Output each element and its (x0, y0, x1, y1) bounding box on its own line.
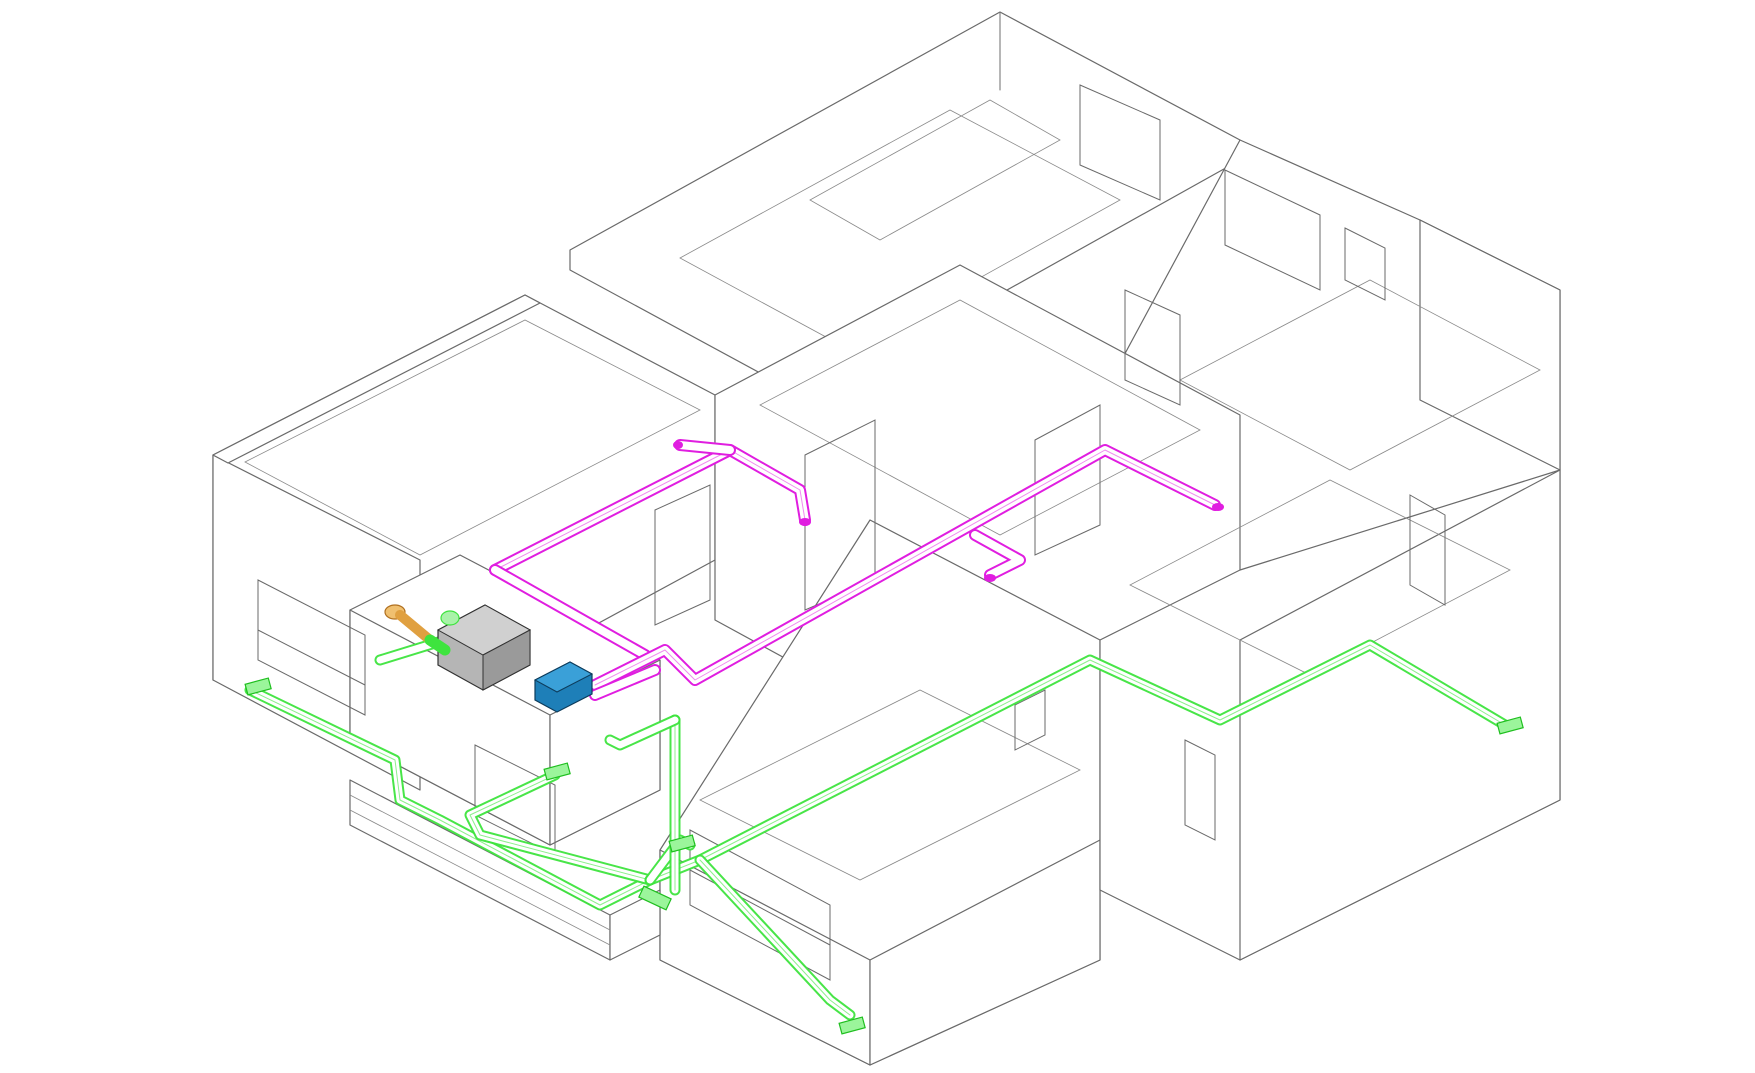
supply-diffuser-icon (984, 574, 996, 582)
left-room-floor (244, 319, 701, 556)
exhaust-grille-icon (244, 677, 272, 696)
window-back-3 (1344, 227, 1386, 301)
balcony-rail-line (349, 794, 611, 931)
window-back-2 (1224, 169, 1321, 291)
supply-duct-network (489, 439, 1224, 701)
front-right-floor (699, 689, 1081, 881)
window-back-1 (1079, 84, 1161, 201)
intake-duct (395, 610, 435, 645)
plenum-top (533, 661, 594, 693)
supply-diffuser-icon (799, 518, 811, 526)
right-lower-floor (1129, 479, 1511, 676)
unit-side (482, 629, 531, 691)
supply-diffuser-icon (673, 441, 683, 449)
ventilation-unit (436, 604, 532, 691)
door-small (1014, 689, 1046, 751)
exhaust-duct-network (244, 634, 1524, 1035)
window-front-right (689, 829, 831, 981)
window-far-right (1409, 494, 1446, 606)
supply-diffuser-icon (1212, 503, 1224, 511)
right-room-floor (1179, 279, 1541, 471)
balcony-rail-line-2 (349, 809, 611, 946)
front-right-side (869, 839, 1101, 1066)
openings (257, 84, 1446, 981)
exhaust-grille-icon (543, 762, 571, 781)
window-front-right-mullion (689, 869, 831, 946)
exhaust-outlet-icon (440, 610, 460, 626)
middle-room-floor (759, 299, 1201, 536)
exhaust-grille-icon (668, 834, 696, 853)
supply-plenum (533, 661, 594, 713)
building-shell (212, 11, 1561, 1066)
back-room-floor (679, 109, 1121, 351)
window-left-mullion (257, 629, 366, 686)
exhaust-grille-icon (1496, 716, 1524, 735)
door-left (654, 484, 711, 626)
window-right (1184, 739, 1216, 841)
back-room-2-floor (809, 99, 1061, 241)
door-back (1124, 289, 1181, 406)
window-left (257, 579, 366, 716)
left-block-top-edge (212, 294, 541, 464)
outdoor-intake (384, 604, 460, 656)
right-lower-face (1239, 469, 1561, 961)
unit-exhaust-connector (424, 634, 451, 656)
door-center (1034, 404, 1101, 556)
exhaust-grille-icon (638, 885, 672, 911)
exhaust-grille-icon (838, 1016, 866, 1035)
